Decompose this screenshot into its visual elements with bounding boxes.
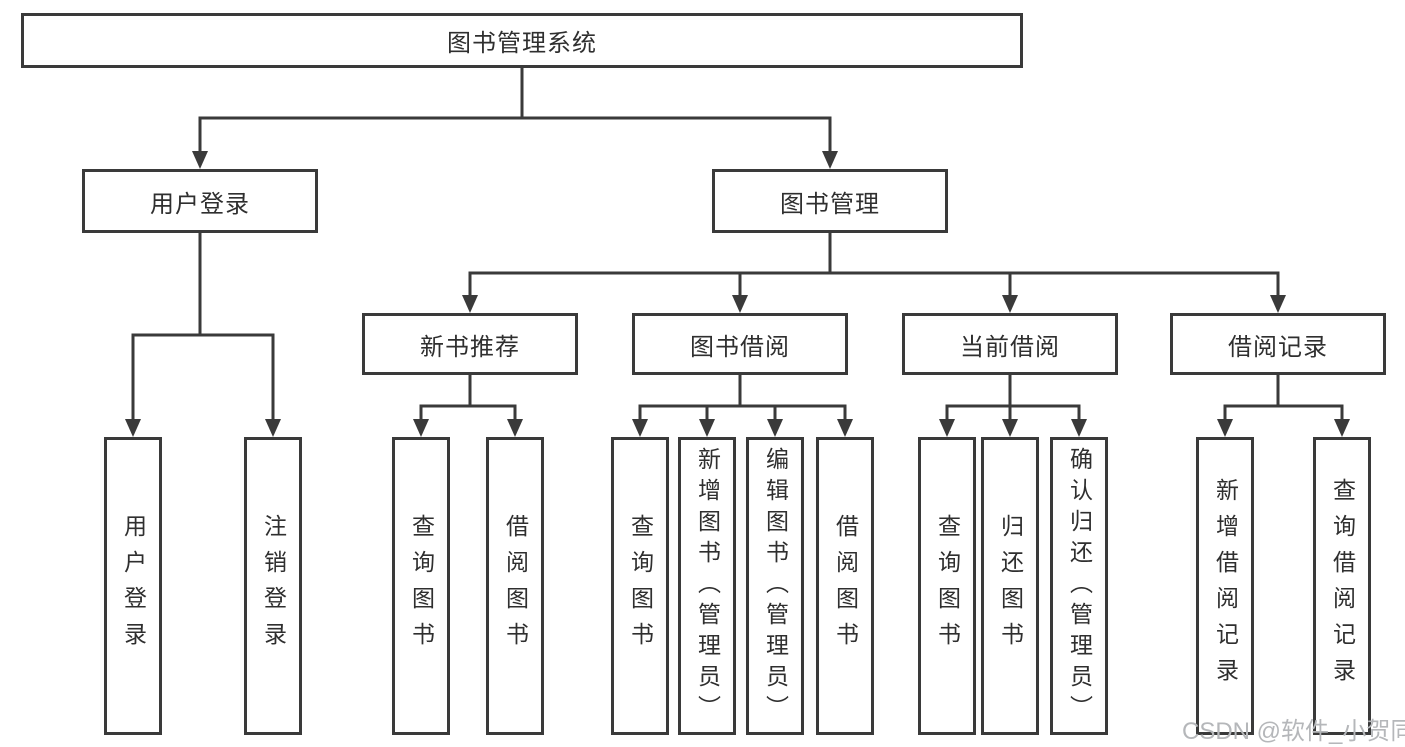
node-user-login-label: 用户登录 <box>150 190 250 218</box>
leaf-logout: 注销登录 <box>244 437 302 735</box>
leaf-query-books-borrow-label: 查询图书 <box>627 514 654 658</box>
node-book-management: 图书管理 <box>712 169 948 233</box>
leaf-query-books-recommend-label: 查询图书 <box>408 514 435 658</box>
connector-current-borrow <box>939 375 1087 437</box>
node-borrow-records: 借阅记录 <box>1170 313 1386 375</box>
root-node: 图书管理系统 <box>21 13 1023 68</box>
leaf-add-borrow-record: 新增借阅记录 <box>1196 437 1254 735</box>
node-book-management-label: 图书管理 <box>780 190 880 218</box>
node-borrow-records-label: 借阅记录 <box>1228 333 1328 361</box>
connector-book-borrow <box>632 375 853 437</box>
node-book-borrow: 图书借阅 <box>632 313 848 375</box>
leaf-edit-book-admin: 编辑图书（管理员） <box>746 437 804 735</box>
leaf-edit-book-admin-label: 编辑图书（管理员） <box>762 446 789 726</box>
leaf-user-login-label: 用户登录 <box>120 514 147 658</box>
node-current-borrow: 当前借阅 <box>902 313 1118 375</box>
leaf-add-book-admin: 新增图书（管理员） <box>678 437 736 735</box>
connector-borrow-records <box>1217 375 1350 437</box>
leaf-add-borrow-record-label: 新增借阅记录 <box>1212 478 1239 694</box>
node-new-book-recommend: 新书推荐 <box>362 313 578 375</box>
leaf-query-borrow-record: 查询借阅记录 <box>1313 437 1371 735</box>
leaf-logout-label: 注销登录 <box>260 514 287 658</box>
connector-root <box>192 68 838 169</box>
root-node-label: 图书管理系统 <box>447 30 597 57</box>
leaf-add-book-admin-label: 新增图书（管理员） <box>694 446 721 726</box>
watermark: CSDN @软件_小贺同学 <box>1182 718 1405 745</box>
connector-user-login <box>125 233 281 437</box>
leaf-query-borrow-record-label: 查询借阅记录 <box>1329 478 1356 694</box>
leaf-query-books-current-label: 查询图书 <box>934 514 961 658</box>
connector-new-book <box>413 375 523 437</box>
leaf-borrow-books-recommend-label: 借阅图书 <box>502 514 529 658</box>
leaf-borrow-books-recommend: 借阅图书 <box>486 437 544 735</box>
node-user-login: 用户登录 <box>82 169 318 233</box>
node-new-book-recommend-label: 新书推荐 <box>420 333 520 361</box>
connector-book-management <box>462 233 1286 313</box>
leaf-confirm-return-admin-label: 确认归还（管理员） <box>1066 446 1093 726</box>
leaf-confirm-return-admin: 确认归还（管理员） <box>1050 437 1108 735</box>
leaf-borrow-books: 借阅图书 <box>816 437 874 735</box>
leaf-user-login: 用户登录 <box>104 437 162 735</box>
leaf-query-books-current: 查询图书 <box>918 437 976 735</box>
leaf-borrow-books-label: 借阅图书 <box>832 514 859 658</box>
leaf-query-books-recommend: 查询图书 <box>392 437 450 735</box>
node-book-borrow-label: 图书借阅 <box>690 333 790 361</box>
leaf-return-books-label: 归还图书 <box>997 514 1024 658</box>
node-current-borrow-label: 当前借阅 <box>960 333 1060 361</box>
leaf-query-books-borrow: 查询图书 <box>611 437 669 735</box>
leaf-return-books: 归还图书 <box>981 437 1039 735</box>
